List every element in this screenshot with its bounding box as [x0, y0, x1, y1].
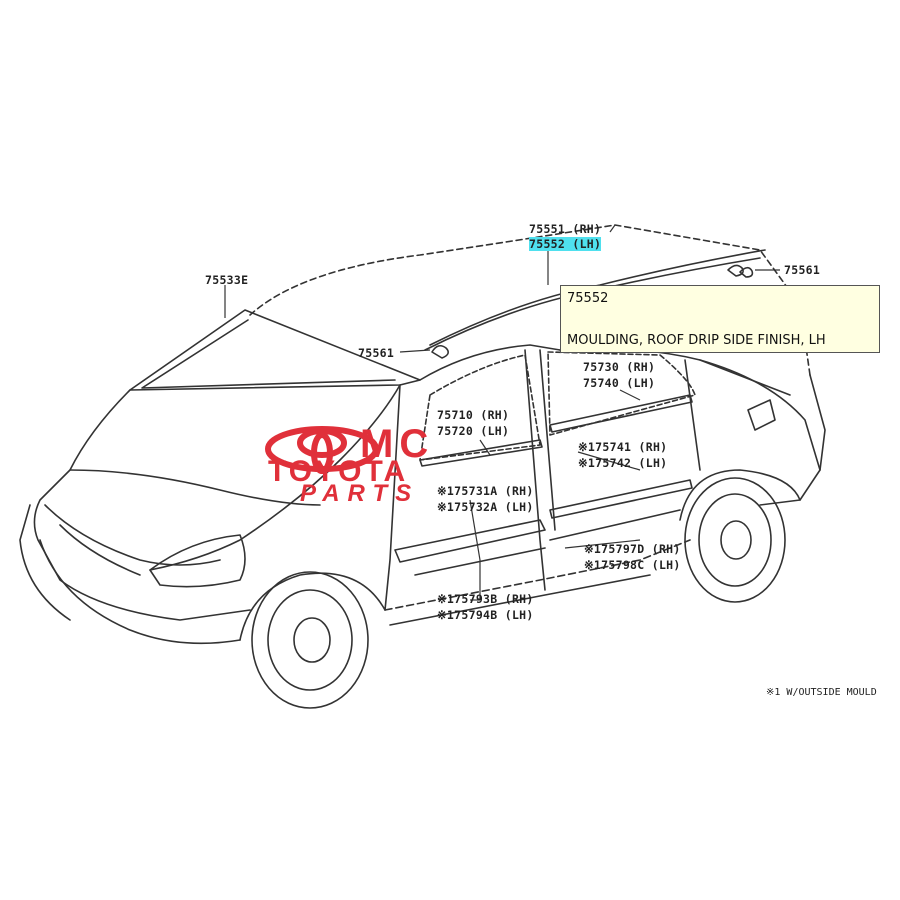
part-label-75551[interactable]: 75551 (RH): [529, 222, 602, 236]
part-label-75720[interactable]: 75720 (LH): [437, 424, 510, 438]
part-label-75533[interactable]: 75533E: [205, 273, 249, 287]
part-label-75731[interactable]: ※175731A (RH): [437, 484, 534, 498]
part-label-75552[interactable]: 75552 (LH): [529, 237, 602, 251]
part-label-75561-clip-front[interactable]: 75561: [358, 346, 395, 360]
tooltip-part-description: MOULDING, ROOF DRIP SIDE FINISH, LH: [567, 333, 826, 348]
part-label-75740[interactable]: 75740 (LH): [583, 376, 656, 390]
part-label-75798[interactable]: ※175798C (LH): [584, 558, 681, 572]
watermark-logo: [265, 426, 379, 474]
part-label-75561-clip-rear[interactable]: 75561: [784, 263, 821, 277]
part-label-75797[interactable]: ※175797D (RH): [584, 542, 681, 556]
part-label-75742[interactable]: ※175742 (LH): [578, 456, 668, 470]
part-label-75730[interactable]: 75730 (RH): [583, 360, 656, 374]
part-label-75793[interactable]: ※175793B (RH): [437, 592, 534, 606]
tooltip-part-code: 75552: [567, 291, 609, 306]
part-tooltip: 75552 MOULDING, ROOF DRIP SIDE FINISH, L…: [560, 285, 880, 353]
part-label-75741[interactable]: ※175741 (RH): [578, 440, 668, 454]
footnote: ※1 W/OUTSIDE MOULD: [766, 687, 877, 698]
part-label-75732[interactable]: ※175732A (LH): [437, 500, 534, 514]
part-label-75710[interactable]: 75710 (RH): [437, 408, 510, 422]
part-label-75794[interactable]: ※175794B (LH): [437, 608, 534, 622]
